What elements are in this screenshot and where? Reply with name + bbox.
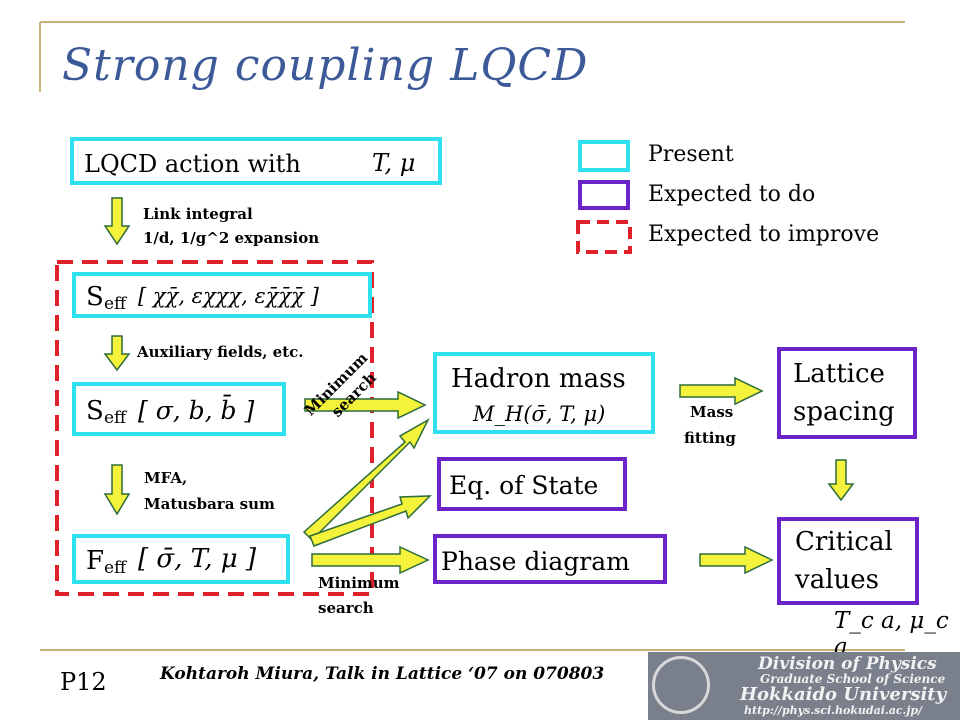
hadron-mass-box: Hadron mass M_H(σ̄, T, μ) bbox=[433, 352, 655, 434]
feff-box: F eff [ σ̄, T, μ ] bbox=[72, 534, 290, 584]
legend-swatch-present bbox=[578, 140, 630, 172]
lqcd-action-box: LQCD action with T, μ bbox=[70, 137, 442, 185]
legend-label-present: Present bbox=[648, 142, 734, 167]
page-number: P12 bbox=[60, 668, 107, 696]
logo-line2: Graduate School of Science bbox=[760, 672, 946, 686]
feff-sub: eff bbox=[104, 558, 127, 578]
phase-diagram-box: Phase diagram bbox=[433, 534, 667, 584]
eos-box: Eq. of State bbox=[437, 457, 627, 511]
min-search-line2: search bbox=[318, 599, 374, 617]
phase-diagram-label: Phase diagram bbox=[441, 547, 630, 576]
expansion-text: 1/d, 1/g^2 expansion bbox=[143, 229, 320, 247]
mfa-text: MFA, bbox=[144, 469, 188, 487]
university-logo: Division of Physics Graduate School of S… bbox=[648, 652, 960, 720]
arrow-right-phase-critical bbox=[699, 545, 774, 575]
seff-aux-box: S eff [ σ, b, b̄ ] bbox=[72, 382, 286, 436]
mass-fitting-line2: fitting bbox=[684, 429, 736, 447]
arrow-right-seff-hadron bbox=[304, 390, 427, 420]
seff-aux-math: [ σ, b, b̄ ] bbox=[138, 396, 255, 425]
legend-swatch-improve bbox=[576, 220, 632, 254]
seff-fermion-prefix: S bbox=[86, 282, 104, 312]
arrow-down-1 bbox=[103, 197, 131, 246]
footer-credit: Kohtaroh Miura, Talk in Lattice ‘07 on 0… bbox=[160, 664, 605, 684]
hadron-mass-label: Hadron mass bbox=[451, 364, 626, 394]
auxiliary-fields-text: Auxiliary fields, etc. bbox=[137, 343, 304, 361]
lattice-spacing-line1: Lattice bbox=[793, 359, 885, 389]
arrow-diag-feff-eos bbox=[309, 495, 432, 547]
hadron-mass-math: M_H(σ̄, T, μ) bbox=[473, 402, 606, 426]
seff-fermion-box: S eff [ χχ̄, εχχχ, εχ̄χ̄χ̄ ] bbox=[72, 272, 372, 318]
seff-aux-prefix: S bbox=[86, 396, 104, 426]
critical-values-line2: values bbox=[795, 565, 879, 595]
flow-arrows bbox=[103, 197, 855, 575]
lattice-spacing-line2: spacing bbox=[793, 397, 895, 427]
critical-values-math: T_c a, μ_c a bbox=[834, 608, 949, 660]
arrow-down-4 bbox=[827, 459, 855, 502]
lqcd-action-math: T, μ bbox=[372, 149, 416, 177]
university-emblem-icon bbox=[652, 656, 710, 714]
seff-aux-sub: eff bbox=[104, 408, 127, 428]
seff-fermion-sub: eff bbox=[104, 294, 127, 314]
legend-label-expected: Expected to do bbox=[648, 182, 816, 207]
legend-label-improve: Expected to improve bbox=[648, 222, 880, 247]
arrow-right-mass bbox=[679, 376, 764, 406]
lqcd-action-label: LQCD action with bbox=[84, 150, 301, 178]
arrow-down-2 bbox=[103, 335, 131, 372]
lattice-spacing-box: Lattice spacing bbox=[777, 347, 917, 439]
eos-label: Eq. of State bbox=[449, 471, 599, 500]
feff-math: [ σ̄, T, μ ] bbox=[138, 544, 257, 574]
logo-line3: Hokkaido University bbox=[740, 684, 947, 705]
logo-url: http://phys.sci.hokudai.ac.jp/ bbox=[744, 704, 923, 717]
matsubara-text: Matusbara sum bbox=[144, 495, 275, 513]
legend-swatch-expected bbox=[578, 180, 630, 210]
min-search-line1: Minimum bbox=[318, 574, 400, 592]
feff-prefix: F bbox=[86, 546, 105, 576]
link-integral-text: Link integral bbox=[143, 205, 253, 223]
logo-line1: Division of Physics bbox=[758, 654, 937, 674]
critical-values-box: Critical values bbox=[777, 517, 919, 605]
arrow-right-feff-phase bbox=[311, 545, 430, 575]
critical-values-line1: Critical bbox=[795, 527, 893, 557]
improve-group-outline bbox=[55, 260, 374, 596]
arrow-down-3 bbox=[103, 464, 131, 516]
mass-fitting-line1: Mass bbox=[690, 403, 734, 421]
slide-title: Strong coupling LQCD bbox=[62, 40, 589, 91]
seff-fermion-math: [ χχ̄, εχχχ, εχ̄χ̄χ̄ ] bbox=[138, 284, 319, 308]
arrow-diag-feff-hadron bbox=[302, 418, 430, 542]
